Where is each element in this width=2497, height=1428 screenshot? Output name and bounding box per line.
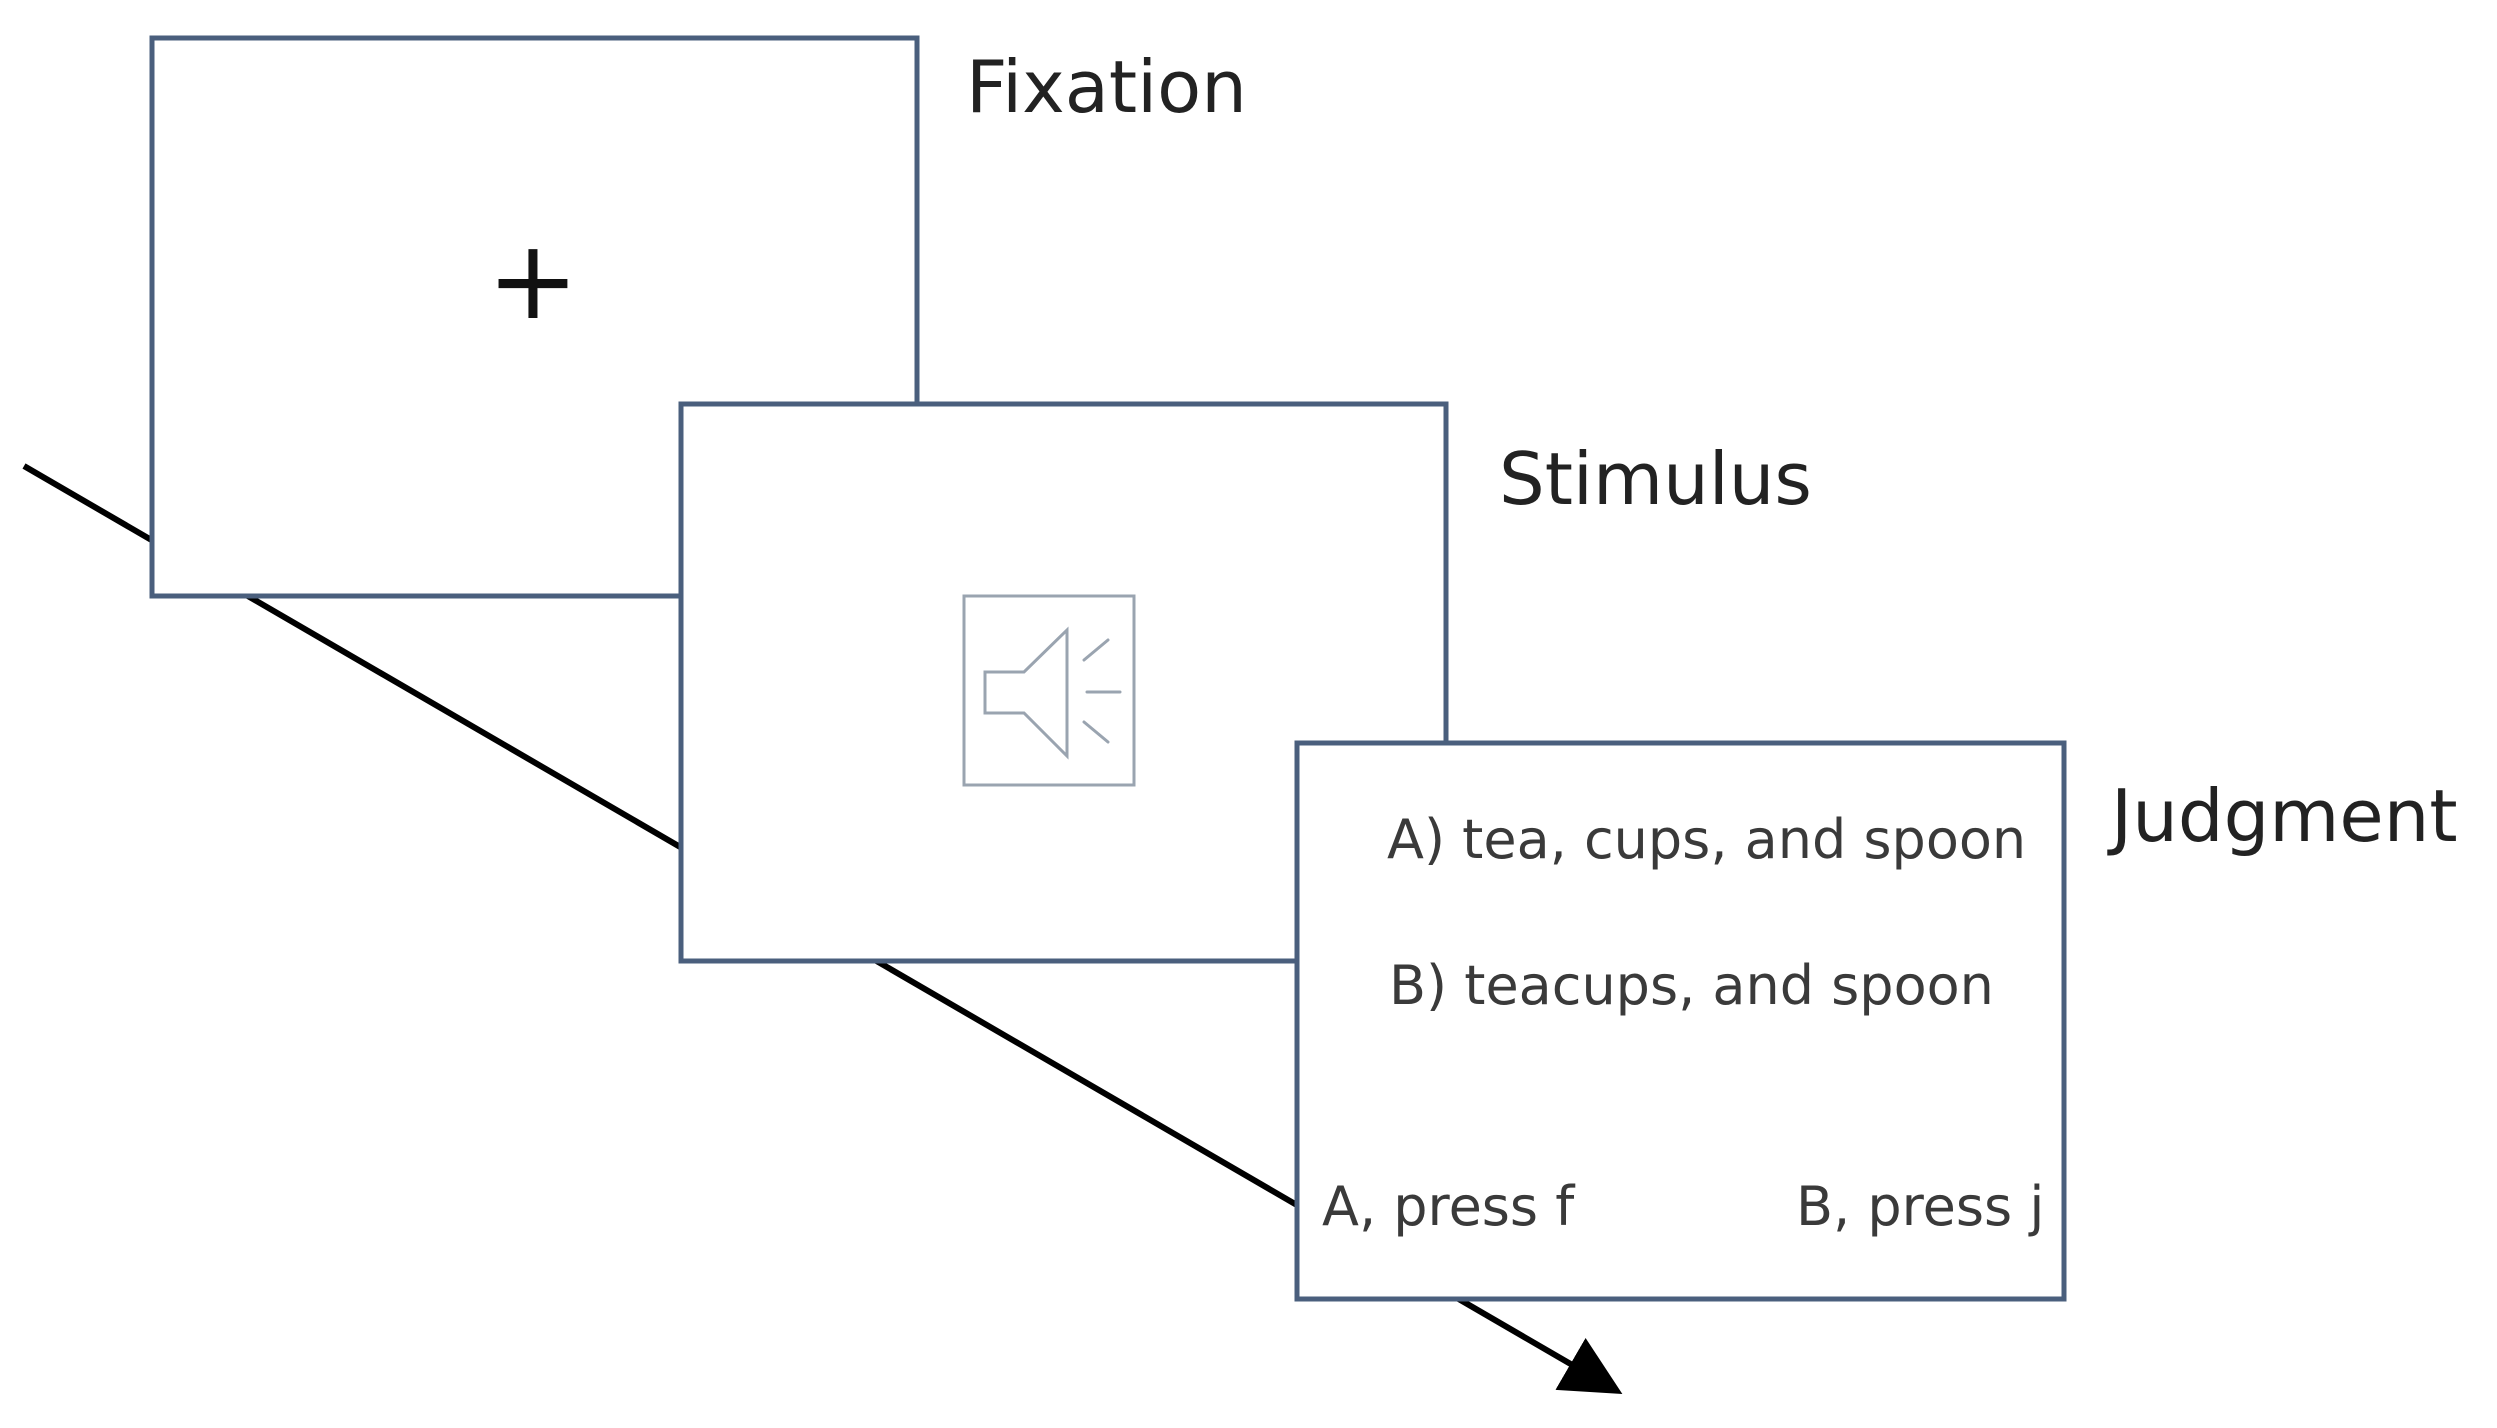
option-b-text: B) teacups, and spoon — [1389, 954, 1994, 1017]
fixation-cross: + — [487, 216, 579, 344]
key-b-instruction: B, press j — [1796, 1175, 2044, 1238]
judgment-screen: A) tea, cups, and spoon B) teacups, and … — [1294, 740, 2067, 1302]
judgment-label: Judgment — [2107, 774, 2458, 858]
stimulus-label: Stimulus — [1499, 437, 1812, 521]
speaker-icon — [962, 594, 1136, 787]
key-a-instruction: A, press f — [1322, 1175, 1576, 1238]
fixation-label: Fixation — [966, 45, 1247, 129]
option-a-text: A) tea, cups, and spoon — [1387, 808, 2026, 871]
judgment-frame — [1294, 740, 2067, 1302]
